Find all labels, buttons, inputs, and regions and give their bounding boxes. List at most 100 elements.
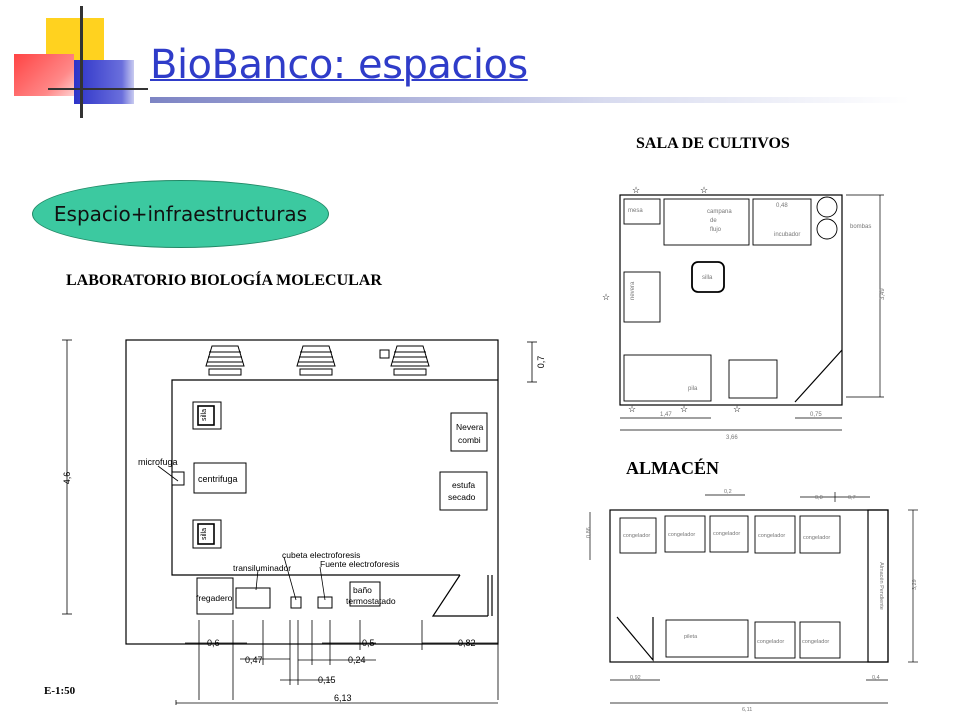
congelador-5 [799, 515, 841, 554]
dim-d1: 0,6 [207, 638, 220, 648]
estufa-label-1: estufa [452, 480, 475, 490]
silla-2-label: silla [201, 528, 208, 540]
section-pill: Espacio+infraestructuras [32, 180, 329, 248]
small-box [379, 349, 390, 359]
svg-text:campana: campana [707, 209, 732, 215]
chair-3 [390, 345, 430, 376]
dim-d3: 0,15 [318, 675, 336, 685]
pileta-box [665, 619, 749, 658]
congelador-3 [709, 515, 749, 553]
logo-vertical-line [80, 6, 83, 118]
dim-d2: 0,47 [245, 655, 263, 665]
lab-title: LABORATORIO BIOLOGÍA MOLECULAR [66, 272, 382, 289]
lab-height-dim: 4,6 [62, 472, 72, 485]
sala-incubador-box [752, 198, 812, 246]
svg-text:☆: ☆ [680, 404, 688, 414]
almacen-door [616, 616, 654, 662]
svg-text:0,7: 0,7 [848, 495, 856, 501]
silla-1-label: silla [201, 409, 208, 421]
sala-title: SALA DE CULTIVOS [636, 135, 790, 152]
congelador-6 [754, 621, 796, 659]
congelador-2 [664, 515, 706, 553]
estufa-box [439, 471, 488, 511]
svg-text:☆: ☆ [733, 404, 741, 414]
transiluminador-label: transiluminador [233, 563, 291, 573]
svg-text:0,86: 0,86 [586, 527, 592, 538]
lab-floorplan: silla silla centrifuga microfuga Nevera … [62, 339, 546, 705]
lab-door-line [431, 574, 488, 617]
svg-text:6,11: 6,11 [742, 707, 752, 713]
sala-mesa-label: mesa [628, 208, 643, 214]
svg-text:☆: ☆ [632, 185, 640, 195]
sala-outer-wall [619, 194, 843, 406]
congelador-7 [799, 621, 841, 659]
svg-text:0,92: 0,92 [630, 675, 641, 681]
sala-incubador-label: incubador [774, 232, 800, 238]
svg-text:1,47: 1,47 [660, 412, 672, 418]
transiluminador-box [235, 587, 271, 609]
almacen-title: ALMACÉN [626, 458, 719, 478]
svg-text:Almacén Pendiente: Almacén Pendiente [878, 562, 884, 610]
svg-text:0,8: 0,8 [815, 495, 823, 501]
page-title: BioBanco: espacios [150, 42, 528, 88]
svg-text:congelador: congelador [803, 535, 830, 541]
sala-box-right [728, 359, 778, 399]
congelador-1 [619, 517, 657, 554]
svg-text:congelador: congelador [713, 531, 740, 537]
svg-text:congelador: congelador [623, 533, 650, 539]
sala-silla [691, 261, 725, 293]
sala-campana-box [663, 198, 750, 246]
svg-text:3,29: 3,29 [912, 579, 918, 590]
svg-text:☆: ☆ [700, 185, 708, 195]
sala-bombas-circle-1 [816, 196, 838, 218]
svg-text:pileta: pileta [684, 634, 698, 640]
sala-silla-label: silla [702, 275, 713, 281]
logo-graphic [8, 0, 148, 120]
sala-pila-label: pila [688, 386, 698, 392]
svg-text:congelador: congelador [758, 533, 785, 539]
lab-top-gap-dim: 0,7 [536, 356, 546, 369]
almacen-shelving [867, 509, 889, 663]
svg-text:0,2: 0,2 [724, 489, 732, 495]
dim-d5: 0,5 [362, 638, 375, 648]
centrifuga-box [193, 462, 247, 494]
fuente-box [317, 596, 333, 609]
microfuga-label: microfuga [138, 457, 178, 467]
title-underline-rule [150, 97, 910, 103]
congelador-4 [754, 515, 796, 554]
sala-door-diagonal [794, 349, 843, 403]
dim-d6: 0,82 [458, 638, 476, 648]
svg-text:3,66: 3,66 [726, 435, 738, 441]
chair-2 [296, 345, 336, 376]
svg-text:congelador: congelador [668, 532, 695, 538]
estufa-label-2: secado [448, 492, 476, 502]
nevera-label-1: Nevera [456, 422, 484, 432]
bano-label-1: baño [353, 585, 372, 595]
svg-text:☆: ☆ [602, 292, 610, 302]
logo-horizontal-line [48, 88, 148, 90]
svg-text:congelador: congelador [802, 639, 829, 645]
fuente-label: Fuente electroforesis [320, 559, 399, 569]
fregadero-box [196, 577, 234, 615]
centrifuga-label: centrifuga [198, 474, 238, 484]
sala-bombas-label: bombas [850, 224, 871, 230]
chair-1 [205, 345, 245, 376]
microfuga-box [171, 471, 185, 486]
svg-text:flujo: flujo [710, 227, 722, 233]
nevera-box [450, 412, 488, 452]
cubeta-box [290, 596, 302, 609]
svg-text:de: de [710, 218, 717, 224]
sala-floorplan: mesa campana de flujo incubador bombas s… [602, 185, 886, 441]
sala-mesa-box [623, 198, 661, 225]
section-pill-label: Espacio+infraestructuras [53, 202, 308, 226]
svg-text:3,49: 3,49 [880, 288, 886, 300]
sala-nevera-label: nevera [630, 281, 636, 300]
nevera-label-2: combi [458, 435, 481, 445]
bano-box [349, 581, 381, 607]
bano-label-2: termostatado [346, 596, 396, 606]
dim-d4: 0,24 [348, 655, 366, 665]
svg-text:0,48: 0,48 [776, 203, 788, 209]
logo-blue-square [74, 60, 134, 104]
scale-note: E-1:50 [44, 685, 76, 697]
sala-pila-box [623, 354, 712, 402]
